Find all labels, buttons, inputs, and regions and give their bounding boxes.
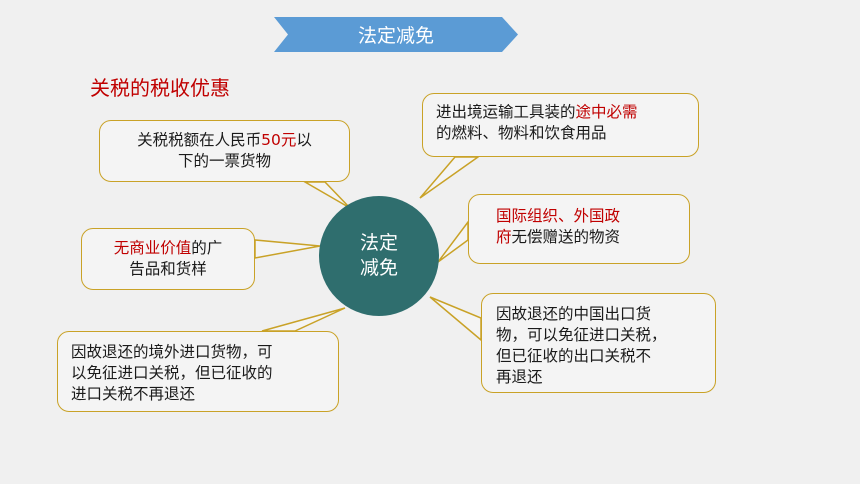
section-title: 关税的税收优惠 [90,76,230,100]
callout-line: 进出境运输工具装的途中必需 [436,103,638,121]
highlight-text: 府 [496,228,512,246]
center-label-line2: 减免 [359,257,398,279]
callout-small-value-goods: 关税税额在人民币50元以 下的一票货物 [99,120,350,182]
callout-line: 进口关税不再退还 [71,385,196,403]
center-label-line1: 法定 [359,232,398,254]
callout-line: 府无偿赠送的物资 [496,228,621,246]
callout-line: 下的一票货物 [177,152,271,170]
callout-line: 物，可以免征进口关税， [496,326,667,344]
highlight-text: 50元 [261,131,297,149]
callout-line: 无商业价值的广 [113,239,223,257]
callout-line: 因故退还的境外进口货物，可 [71,343,273,361]
highlight-text: 途中必需 [575,103,638,121]
connector-c5 [429,296,482,342]
highlight-text: 无商业价值 [113,239,192,257]
connector-c6 [261,307,346,332]
title-banner: 法定减免 [274,17,518,52]
callout-line: 的燃料、物料和饮食用品 [436,124,607,142]
connector-c1 [302,181,351,209]
callout-line: 因故退还的中国出口货 [496,305,652,323]
callout-returned-exports: 因故退还的中国出口货 物，可以免征进口关税， 但已征收的出口关税不 再退还 [481,293,716,393]
callout-no-commercial-value: 无商业价值的广 告品和货样 [81,228,255,290]
callout-international-gifts: 国际组织、外国政 府无偿赠送的物资 [468,194,690,264]
callout-returned-imports: 因故退还的境外进口货物，可 以免征进口关税，但已征收的 进口关税不再退还 [57,331,339,412]
connector-c2 [419,156,481,199]
connector-c4 [437,219,469,263]
callout-transport-supplies: 进出境运输工具装的途中必需 的燃料、物料和饮食用品 [422,93,699,157]
callout-line: 关税税额在人民币50元以 [137,131,312,149]
callout-line: 以免征进口关税，但已征收的 [71,364,273,382]
callout-line: 告品和货样 [129,260,207,278]
callout-line: 国际组织、外国政 [496,207,621,225]
banner-title: 法定减免 [357,25,434,47]
connector-c3 [254,239,321,259]
callout-line: 再退还 [496,368,543,386]
banner-arrow-shape [274,17,518,52]
callout-line: 但已征收的出口关税不 [496,347,652,365]
center-circle: 法定 减免 [319,196,439,316]
